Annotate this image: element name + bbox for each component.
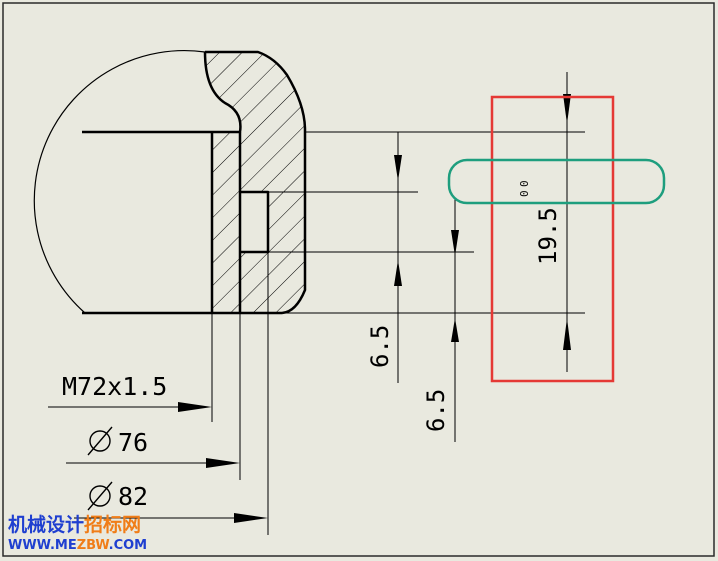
red-highlight-box <box>490 95 615 383</box>
diameter-symbol-icon <box>89 485 111 507</box>
extension-lines <box>268 131 585 314</box>
teal-highlight-box <box>447 158 666 205</box>
part-outline <box>82 50 307 315</box>
watermark-line1-part1: 机械设计 <box>8 513 84 536</box>
leader-arrows <box>178 402 268 523</box>
watermark-line1-part2: 招标网 <box>84 513 141 536</box>
diameter-76-label: 76 <box>87 426 148 457</box>
svg-text:82: 82 <box>118 482 148 511</box>
diameter-82-label: 82 <box>87 481 148 511</box>
dim-6-5-b: 6.5 <box>422 389 450 432</box>
svg-text:机械设计招标网: 机械设计招标网 <box>8 513 141 536</box>
leader-lines <box>48 252 269 535</box>
svg-text:WWW.MEZBW.COM: WWW.MEZBW.COM <box>8 538 147 553</box>
dim-hidden-top: 0 <box>518 180 531 187</box>
arrowheads <box>394 94 571 350</box>
hatched-section <box>205 52 305 313</box>
svg-text:76: 76 <box>118 428 148 457</box>
outer-arc <box>33 49 206 314</box>
diameter-symbol-icon <box>89 430 111 452</box>
watermark: 机械设计招标网 WWW.MEZBW.COM <box>8 513 147 553</box>
dim-19-5: 19.5 <box>534 207 562 265</box>
dim-6-5-a: 6.5 <box>366 325 394 368</box>
dim-hidden-bottom: 0 <box>518 190 531 197</box>
thread-label: M72x1.5 <box>62 372 167 401</box>
